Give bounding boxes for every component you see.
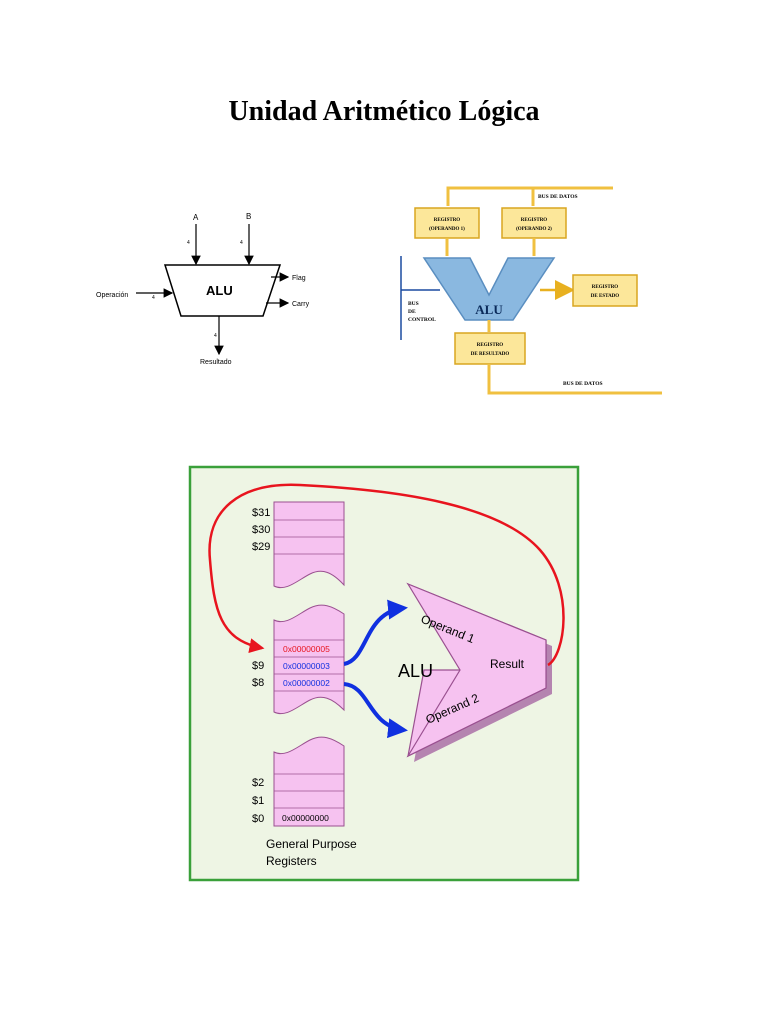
page-title: Unidad Aritmético Lógica — [228, 96, 540, 127]
reg-op2-line1: REGISTRO — [521, 218, 548, 223]
result-text: Result — [490, 657, 525, 671]
reg-label-8: $8 — [252, 677, 264, 689]
alu-trapezoid — [163, 264, 282, 317]
reg-label-0: $0 — [252, 813, 264, 825]
reg-label-9: $9 — [252, 660, 264, 672]
caption-line2: Registers — [266, 854, 317, 868]
alu-label: ALU — [206, 283, 233, 298]
reg-estado-line2: DE ESTADO — [591, 294, 619, 299]
reg-value-10: 0x00000005 — [283, 644, 330, 654]
register-block-mid — [273, 604, 345, 714]
operation-width: 4 — [152, 295, 155, 301]
reg-op2-line2: (OPERANDO 2) — [516, 227, 552, 232]
reg-op1-box — [414, 207, 480, 239]
bus-datos-top-label: BUS DE DATOS — [538, 194, 578, 200]
register-diagram-figure: BUS DE DATOS REGISTRO (OPERANDO 1) REGIS… — [400, 186, 662, 395]
register-block-bottom — [273, 736, 345, 827]
alu-block-figure: A 4 B 4 ALU Operación 4 Flag Carry 4 Res… — [96, 212, 310, 366]
reg-label-29: $29 — [252, 541, 270, 553]
reg-resultado-line1: REGISTRO — [477, 343, 504, 348]
reg-value-0: 0x00000000 — [282, 813, 329, 823]
alu-outline — [406, 582, 547, 758]
mips-diagram-figure: $31 $30 $29 0x00000005 0x00000003 0x0000… — [188, 465, 580, 882]
bus-control-line1: BUS — [408, 301, 419, 307]
bus-control-line3: CONTROL — [408, 317, 436, 323]
reg-label-31: $31 — [252, 507, 270, 519]
bus-datos-top-line — [446, 186, 613, 206]
result-feedback-arrow — [208, 483, 565, 667]
alu-text: ALU — [398, 661, 433, 681]
operation-label: Operación — [96, 292, 128, 299]
bus-control-line2: DE — [408, 309, 416, 315]
reg-estado-box — [572, 274, 638, 307]
register-block-top — [273, 501, 345, 588]
operand2-arrow — [343, 682, 408, 739]
reg-label-30: $30 — [252, 524, 270, 536]
reg-op1-line2: (OPERANDO 1) — [429, 227, 465, 232]
input-b-width: 4 — [240, 240, 243, 246]
result-label: Resultado — [200, 359, 232, 366]
reg-op2-box — [501, 207, 567, 239]
input-a-label: A — [193, 213, 199, 222]
result-width: 4 — [214, 333, 217, 339]
reg-label-2: $2 — [252, 777, 264, 789]
flag-label: Flag — [292, 275, 306, 282]
operand1-arrow — [343, 599, 408, 666]
reg-value-8: 0x00000002 — [283, 678, 330, 688]
reg-estado-line1: REGISTRO — [592, 285, 619, 290]
bus-datos-bottom-label: BUS DE DATOS — [563, 381, 603, 387]
caption-line1: General Purpose — [266, 837, 357, 851]
reg-resultado-line2: DE RESULTADO — [471, 352, 510, 357]
reg-resultado-box — [454, 332, 526, 365]
alu-v-shape — [422, 257, 556, 321]
reg-value-9: 0x00000003 — [283, 661, 330, 671]
reg-label-1: $1 — [252, 795, 264, 807]
input-a-width: 4 — [187, 240, 190, 246]
alu-v-label: ALU — [475, 302, 503, 317]
reg-op1-line1: REGISTRO — [434, 218, 461, 223]
bus-datos-bottom-line — [487, 364, 662, 395]
carry-label: Carry — [292, 301, 310, 308]
input-b-label: B — [246, 212, 251, 221]
